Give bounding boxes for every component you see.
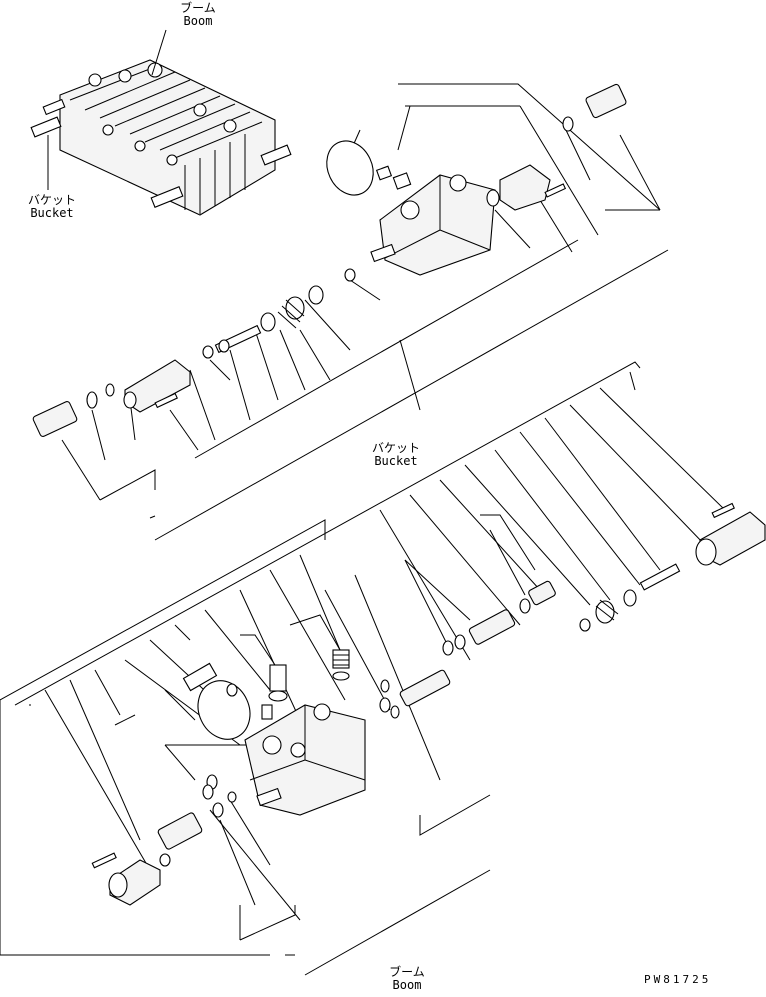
control-valve-assembly xyxy=(30,29,292,216)
bucket-label-top-jp: バケット xyxy=(27,193,76,207)
bucket-label-mid: バケット Bucket xyxy=(368,442,424,468)
bucket-label-top-en: Bucket xyxy=(30,206,74,220)
bucket-section-parts xyxy=(32,83,669,541)
boom-label-bottom: ブーム Boom xyxy=(385,966,429,992)
boom-label-top: ブーム Boom xyxy=(178,2,218,28)
drawing-code: PW81725 xyxy=(644,973,712,986)
boom-label-top-en: Boom xyxy=(183,14,213,28)
boom-label-bottom-jp: ブーム xyxy=(389,965,425,979)
boom-label-top-jp: ブーム xyxy=(180,1,216,15)
bucket-label-mid-en: Bucket xyxy=(374,454,418,468)
bucket-label-mid-jp: バケット xyxy=(371,441,420,455)
boom-label-bottom-en: Boom xyxy=(392,978,422,992)
boom-section-parts xyxy=(0,361,766,976)
bucket-label-top: バケット Bucket xyxy=(24,194,80,220)
